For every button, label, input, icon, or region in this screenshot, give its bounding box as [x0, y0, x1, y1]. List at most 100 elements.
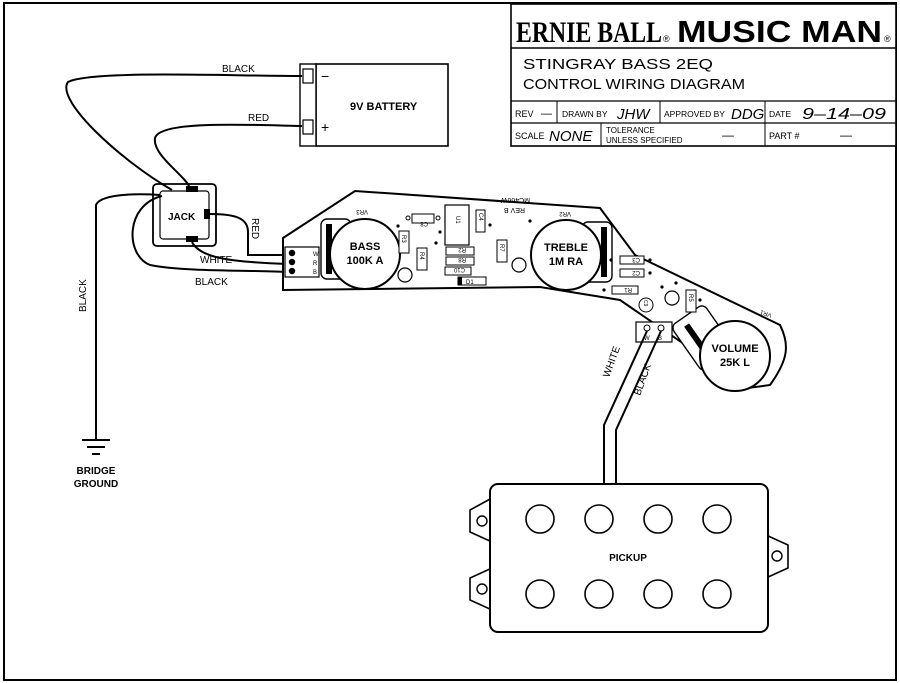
battery-pos-sign: + — [321, 119, 329, 135]
brand-reg-mark-right: ® — [884, 34, 891, 44]
treble-pot-name: TREBLE — [544, 242, 588, 254]
bass-pot-name: BASS — [350, 241, 381, 253]
board-part-number: MC466W — [500, 196, 530, 203]
wire-black-ground — [95, 193, 161, 440]
part-label: PART # — [769, 131, 800, 141]
label-black-jack: BLACK — [195, 277, 228, 288]
brand-reg-mark-left: ® — [663, 34, 670, 44]
r2-label: R2 — [458, 246, 466, 252]
ground-label-line2: GROUND — [74, 479, 118, 490]
component-c4: C4 — [475, 209, 486, 233]
r5-label: R5 — [687, 294, 693, 302]
component-r2: R2 — [445, 246, 475, 256]
drawing-title-line2: CONTROL WIRING DIAGRAM — [523, 76, 745, 93]
r3-label: R3 — [400, 235, 406, 243]
pickup-screw-bottom-left — [476, 583, 488, 595]
component-r8: R8 — [445, 256, 475, 266]
treble-pot: TREBLE 1M RA VR2 — [530, 210, 613, 291]
rev-value: — — [541, 108, 552, 120]
vr3-label: VR3 — [356, 208, 368, 214]
control-board: W R B BASS 100K A VR3 TREBLE 1M RA VR2 — [282, 189, 787, 392]
ic-u1: U1 — [444, 204, 470, 246]
r7-label: R7 — [498, 244, 504, 252]
label-black-ground: BLACK — [78, 279, 89, 312]
drawing-border — [3, 2, 897, 681]
volume-pot: VOLUME 25K L VR1 — [672, 305, 773, 392]
trimmer-2 — [511, 257, 527, 273]
pickup-pole-pieces — [525, 504, 732, 609]
label-black-pickup: BLACK — [632, 362, 654, 397]
part-value: — — [840, 128, 852, 142]
title-block: ERNIE BALL ® MUSIC MAN ® STINGRAY BASS 2… — [510, 3, 897, 147]
battery-pos-terminal — [302, 119, 314, 135]
board-trimmers — [397, 257, 680, 306]
ground-label-line1: BRIDGE — [77, 466, 116, 477]
jack-label: JACK — [168, 212, 196, 223]
date-value: 9–14–09 — [802, 106, 886, 123]
component-c8: C8 — [405, 213, 441, 226]
component-c10: C10 — [444, 266, 472, 276]
u1-label: U1 — [454, 216, 460, 224]
pickup-terminal-b: B — [658, 336, 662, 342]
component-c9: C9 — [638, 297, 654, 313]
component-d1: D1 — [457, 276, 487, 286]
drawing-title-line1: STINGRAY BASS 2EQ — [523, 56, 713, 73]
c3-label: C3 — [632, 256, 640, 262]
battery: − + 9V BATTERY — [299, 63, 449, 147]
wire-white-jack-board — [191, 241, 289, 265]
battery-label: 9V BATTERY — [350, 101, 418, 113]
wire-labels-left: BLACK RED RED WHITE BLACK BLACK — [78, 64, 269, 312]
bridge-ground: BRIDGE GROUND — [74, 439, 118, 490]
board-pads — [396, 219, 702, 302]
scale-label: SCALE — [515, 131, 545, 141]
r4-label: R4 — [418, 252, 424, 260]
terminal-w-label: W — [313, 252, 319, 258]
trimmer-3 — [664, 290, 680, 306]
wires-left — [65, 73, 303, 440]
component-c2: C2 — [619, 268, 645, 278]
pickup-terminal-w: W — [644, 336, 650, 342]
pickup-terminals: W B — [635, 321, 673, 343]
output-jack: JACK — [152, 183, 217, 247]
bass-pot-value: 100K A — [347, 255, 384, 267]
terminal-w-pad — [288, 249, 296, 257]
wire-black-battery-jack — [65, 73, 303, 191]
c9-label: C9 — [642, 300, 648, 307]
wires-pickup — [603, 330, 662, 484]
label-red-jack: RED — [249, 218, 260, 239]
date-label: DATE — [769, 109, 791, 119]
treble-pot-value: 1M RA — [549, 256, 583, 268]
c2-label: C2 — [632, 269, 640, 275]
pickup-screw-top-left — [476, 515, 488, 527]
trimmer-1 — [397, 267, 413, 283]
bass-pot: BASS 100K A VR3 — [320, 208, 401, 290]
component-r3: R3 — [398, 230, 410, 254]
tolerance-label-2: UNLESS SPECIFIED — [606, 136, 683, 145]
c4-label: C4 — [477, 213, 483, 221]
battery-body — [315, 63, 449, 147]
vr2-label: VR2 — [559, 210, 571, 216]
label-black-top: BLACK — [222, 64, 255, 75]
wire-red-battery-jack — [153, 123, 303, 189]
r8-label: R8 — [458, 256, 466, 262]
r1-label: R1 — [624, 286, 632, 292]
d1-label: D1 — [466, 280, 474, 286]
wire-black-pickup — [615, 330, 662, 484]
brand-music-man: MUSIC MAN — [677, 14, 882, 49]
volume-pot-name: VOLUME — [711, 343, 758, 355]
terminal-b-label: B — [313, 270, 317, 276]
component-r4: R4 — [416, 247, 428, 271]
terminal-r-pad — [288, 258, 296, 266]
label-red-battery: RED — [248, 113, 269, 124]
pickup: PICKUP — [469, 483, 789, 633]
component-r1: R1 — [611, 285, 639, 295]
approved-by-value: DDG — [731, 106, 765, 123]
tolerance-label-1: TOLERANCE — [606, 126, 655, 135]
component-r7: R7 — [496, 239, 508, 263]
terminal-r-label: R — [313, 261, 318, 267]
board-input-terminals: W R B — [284, 246, 320, 278]
battery-neg-sign: − — [321, 68, 329, 84]
vr1-label: VR1 — [759, 308, 773, 318]
